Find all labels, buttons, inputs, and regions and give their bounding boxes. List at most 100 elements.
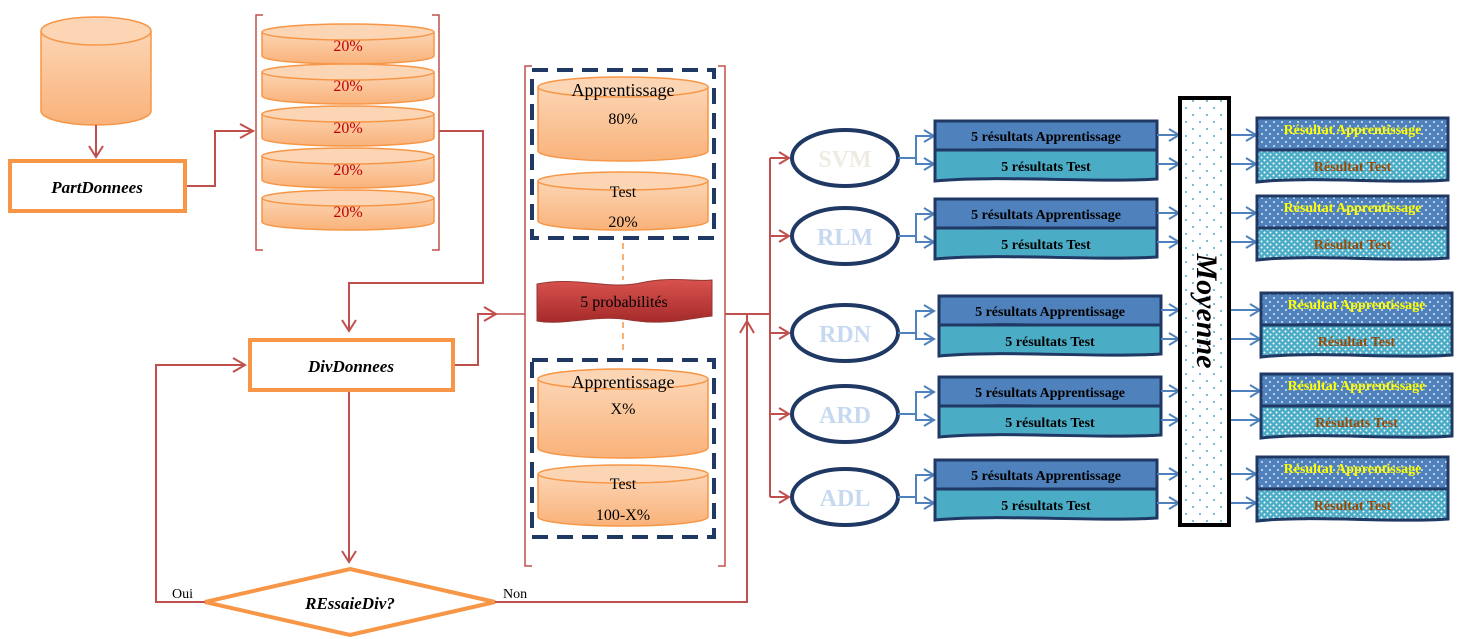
- output-train-box: Résultat Apprentissage: [1259, 372, 1454, 410]
- split-top-group: [530, 68, 716, 240]
- connector-dataset-to-partdonnees: [88, 125, 104, 159]
- folds-bracket: [255, 14, 440, 251]
- output-train-box: Résultat Apprentissage: [1259, 291, 1454, 329]
- output-test-box: Résultat Test: [1259, 323, 1454, 359]
- output-test-label: Résultats Test: [1315, 416, 1398, 431]
- model-node[interactable]: ARD: [790, 384, 900, 444]
- output-test-box: Résultats Test: [1259, 404, 1454, 440]
- test-results-box: 5 résultats Test: [937, 323, 1163, 358]
- probabilities-label: 5 probabilités: [580, 294, 668, 311]
- output-train-box: Résultat Apprentissage: [1255, 455, 1450, 493]
- fold-disk: 20%: [261, 23, 435, 65]
- output-train-label: Résultat Apprentissage: [1284, 201, 1422, 216]
- output-test-box: Résultat Test: [1255, 148, 1450, 184]
- model-row: ADL 5 résultats Apprentissage 5 résultats …: [770, 455, 1450, 527]
- folds-stack: 20% 20% 20% 20% 20%: [261, 23, 435, 231]
- output-train-box: Résultat Apprentissage: [1255, 194, 1450, 232]
- model-node[interactable]: RDN: [790, 303, 900, 363]
- model-name: ARD: [819, 403, 871, 429]
- output-train-label: Résultat Apprentissage: [1288, 379, 1426, 394]
- partdonnees-label: PartDonnees: [50, 178, 143, 197]
- train-results-label: 5 résultats Apprentissage: [971, 208, 1121, 223]
- train-results-label: 5 résultats Apprentissage: [975, 386, 1125, 401]
- divdonnees-box[interactable]: DivDonnees: [248, 338, 455, 392]
- test-results-label: 5 résultats Test: [1001, 238, 1091, 253]
- split-top-test-label: Test: [610, 184, 637, 201]
- fold-disk: 20%: [261, 63, 435, 105]
- split-top-train-label: Apprentissage: [572, 80, 675, 100]
- fold-disk: 20%: [261, 105, 435, 147]
- ressaiediv-decision[interactable]: REssaieDiv?: [204, 566, 496, 638]
- branch-oui-label: Oui: [172, 587, 193, 602]
- dataset-cylinder: [40, 16, 152, 126]
- fold-label: 20%: [333, 38, 362, 55]
- test-results-box: 5 résultats Test: [933, 148, 1159, 183]
- split-top-train-cylinder: Apprentissage 80%: [537, 76, 709, 162]
- output-train-label: Résultat Apprentissage: [1288, 298, 1426, 313]
- split-bottom-group: [530, 358, 716, 539]
- fold-label: 20%: [333, 78, 362, 95]
- split-bottom-train-pct: X%: [611, 401, 636, 418]
- train-results-box: 5 résultats Apprentissage: [933, 458, 1159, 493]
- model-name: SVM: [818, 147, 871, 173]
- train-results-box: 5 résultats Apprentissage: [933, 197, 1159, 232]
- train-results-label: 5 résultats Apprentissage: [971, 130, 1121, 145]
- output-train-box: Résultat Apprentissage: [1255, 116, 1450, 154]
- model-row: ARD 5 résultats Apprentissage 5 résultats …: [770, 372, 1454, 444]
- test-results-box: 5 résultats Test: [933, 487, 1159, 522]
- connector-oui-loop: [155, 357, 247, 603]
- fold-label: 20%: [333, 162, 362, 179]
- connector-partdonnees-to-folds: [187, 123, 256, 187]
- fold-label: 20%: [333, 204, 362, 221]
- model-node[interactable]: SVM: [790, 128, 900, 188]
- train-results-label: 5 résultats Apprentissage: [975, 305, 1125, 320]
- model-row: SVM 5 résultats Apprentissage 5 résultats …: [770, 116, 1450, 188]
- output-test-box: Résultat Test: [1255, 226, 1450, 262]
- model-node[interactable]: RLM: [790, 206, 900, 266]
- fold-disk: 20%: [261, 189, 435, 231]
- split-top-test-cylinder: Test 20%: [537, 171, 709, 231]
- output-test-box: Résultat Test: [1255, 487, 1450, 523]
- test-results-box: 5 résultats Test: [937, 404, 1163, 439]
- connector-folds-to-divdonnees: [341, 130, 484, 333]
- split-bottom-test-cylinder: Test 100-X%: [537, 464, 709, 527]
- output-test-label: Résultat Test: [1318, 335, 1396, 350]
- moyenne-label: Moyenne: [1190, 253, 1223, 369]
- partdonnees-box[interactable]: PartDonnees: [8, 159, 187, 213]
- fold-label: 20%: [333, 120, 362, 137]
- test-results-label: 5 résultats Test: [1005, 335, 1095, 350]
- output-test-label: Résultat Test: [1314, 238, 1392, 253]
- split-top-train-pct: 80%: [608, 111, 637, 128]
- moyenne-column: Moyenne: [1178, 96, 1231, 527]
- split-bottom-test-label: Test: [610, 476, 637, 493]
- output-test-label: Résultat Test: [1314, 160, 1392, 175]
- ressaiediv-label: REssaieDiv?: [304, 594, 395, 613]
- split-bottom-train-cylinder: Apprentissage X%: [537, 368, 709, 459]
- train-results-label: 5 résultats Apprentissage: [971, 469, 1121, 484]
- branch-non-label: Non: [503, 587, 527, 602]
- model-node[interactable]: ADL: [790, 467, 900, 527]
- split-top-test-pct: 20%: [608, 214, 637, 231]
- divdonnees-label: DivDonnees: [307, 357, 394, 376]
- connector-split-to-models: [725, 158, 771, 497]
- train-results-box: 5 résultats Apprentissage: [933, 119, 1159, 154]
- fold-disk: 20%: [261, 147, 435, 189]
- split-bracket: [524, 65, 726, 567]
- test-results-label: 5 résultats Test: [1005, 416, 1095, 431]
- train-results-box: 5 résultats Apprentissage: [937, 294, 1163, 329]
- connector-divdonnees-to-split: [455, 306, 525, 366]
- train-results-box: 5 résultats Apprentissage: [937, 375, 1163, 410]
- split-bottom-train-label: Apprentissage: [572, 372, 675, 392]
- model-row: RLM 5 résultats Apprentissage 5 résultats …: [770, 194, 1450, 266]
- test-results-label: 5 résultats Test: [1001, 499, 1091, 514]
- connector-divdonnees-to-ressaiediv: [341, 392, 357, 564]
- output-test-label: Résultat Test: [1314, 499, 1392, 514]
- split-bottom-test-pct: 100-X%: [596, 507, 650, 524]
- test-results-label: 5 résultats Test: [1001, 160, 1091, 175]
- model-name: ADL: [820, 486, 871, 512]
- probabilities-ribbon: 5 probabilités: [536, 279, 713, 323]
- model-row: RDN 5 résultats Apprentissage 5 résultats …: [770, 291, 1454, 363]
- test-results-box: 5 résultats Test: [933, 226, 1159, 261]
- models-area: SVM 5 résultats Apprentissage 5 résultats …: [770, 116, 1454, 527]
